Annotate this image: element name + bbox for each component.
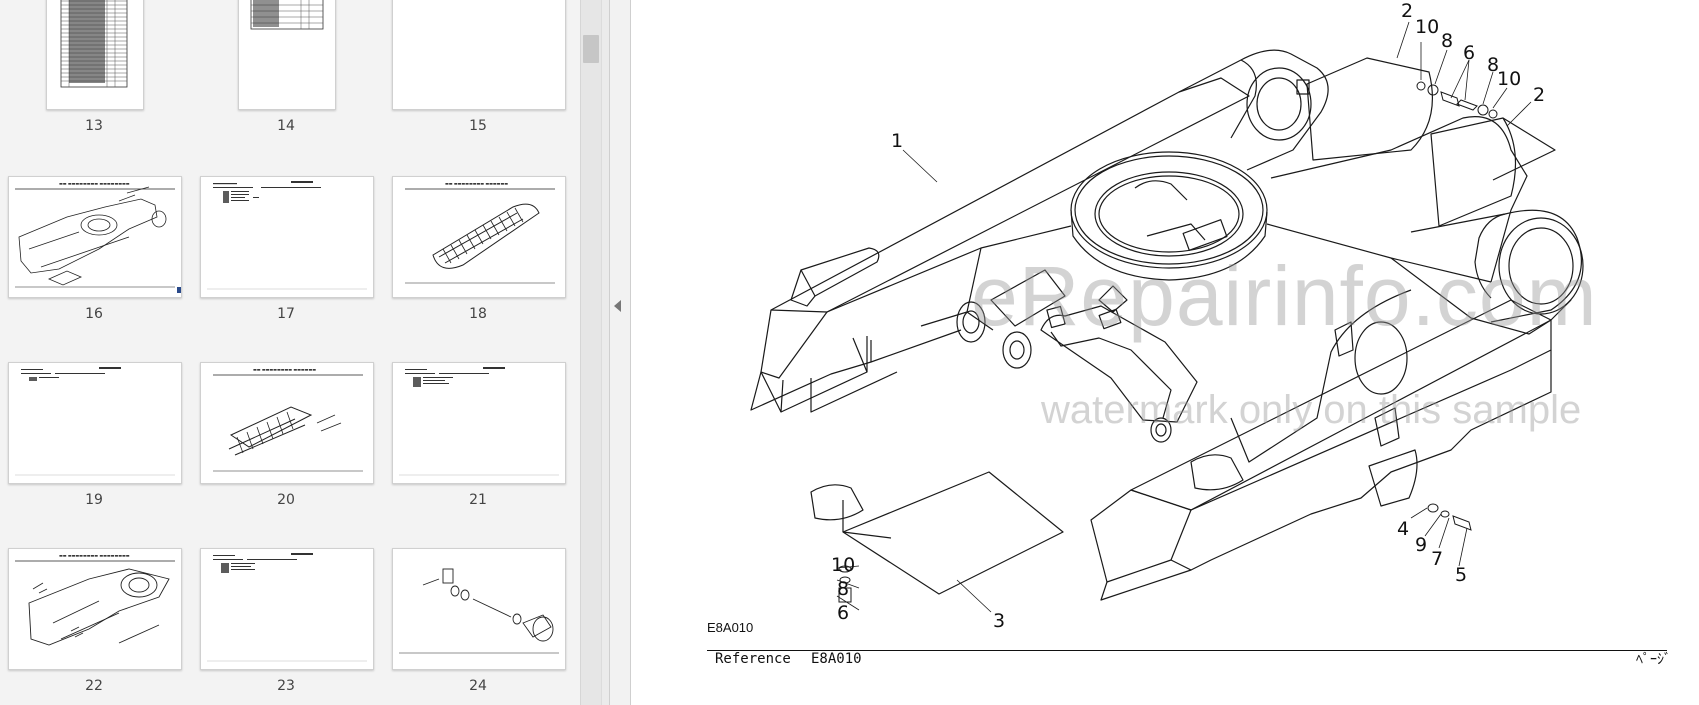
callout-4: 4 (1397, 518, 1410, 540)
thumbnail-list-graphic (250, 0, 324, 30)
footer-reference-code: E8A010 (811, 651, 862, 667)
thumbnail-frame-partial-drawing: ▬▬ ▬▬▬▬▬▬▬▬ ▬▬▬▬▬▬▬▬ (15, 553, 175, 646)
thumbnail-label: 24 (469, 678, 487, 694)
thumbnail-label: 17 (277, 306, 295, 322)
thumbnail-list-graphic (60, 0, 128, 88)
svg-text:▬▬ ▬▬▬▬▬▬▬▬ ▬▬▬▬▬▬: ▬▬ ▬▬▬▬▬▬▬▬ ▬▬▬▬▬▬ (445, 181, 508, 186)
drawing-code: E8A010 (707, 620, 754, 635)
svg-text:▬▬ ▬▬▬▬▬▬▬▬ ▬▬▬▬▬▬▬▬: ▬▬ ▬▬▬▬▬▬▬▬ ▬▬▬▬▬▬▬▬ (59, 181, 130, 186)
callout-6: 6 (1463, 42, 1476, 64)
thumbnail-list-graphic (399, 367, 559, 476)
callout-5: 5 (1455, 564, 1468, 586)
callout-1: 1 (891, 130, 904, 152)
callout-10: 10 (1497, 68, 1522, 90)
thumbnail-label: 21 (469, 492, 487, 508)
chevron-left-icon[interactable] (614, 300, 621, 312)
thumbnail-page-15[interactable] (392, 0, 566, 110)
thumbnail-label: 13 (85, 118, 103, 134)
thumbnail-page-21[interactable] (392, 362, 566, 484)
thumbnail-page-16[interactable]: ▬▬ ▬▬▬▬▬▬▬▬ ▬▬▬▬▬▬▬▬ (8, 176, 182, 298)
thumbnail-page-19[interactable] (8, 362, 182, 484)
exploded-frame-drawing (750, 21, 1584, 613)
thumbnail-idler-drawing (399, 568, 559, 654)
thumbnail-page-14[interactable] (238, 0, 336, 110)
thumbnail-label: 23 (277, 678, 295, 694)
callout-2: 2 (1533, 84, 1546, 106)
thumbnail-sidebar: 13 14 15 ▬▬ ▬▬▬▬▬▬▬▬ ▬▬▬▬▬▬▬▬ (0, 0, 580, 705)
thumbnail-page-18[interactable]: ▬▬ ▬▬▬▬▬▬▬▬ ▬▬▬▬▬▬ (392, 176, 566, 298)
callout-10: 10 (1415, 16, 1440, 38)
callout-2: 2 (1401, 0, 1414, 22)
thumbnail-label: 22 (85, 678, 103, 694)
thumbnail-label: 19 (85, 492, 103, 508)
footer-divider (707, 650, 1667, 651)
thumbnail-page-22[interactable]: ▬▬ ▬▬▬▬▬▬▬▬ ▬▬▬▬▬▬▬▬ (8, 548, 182, 670)
thumbnail-label: 15 (469, 118, 487, 134)
thumbnail-list-graphic (15, 367, 175, 476)
thumbnail-page-23[interactable] (200, 548, 374, 670)
thumbnail-page-24[interactable] (392, 548, 566, 670)
callout-8: 8 (837, 578, 850, 600)
panel-splitter[interactable] (601, 0, 610, 705)
thumbnail-list-graphic (207, 181, 367, 290)
callout-6: 6 (837, 602, 850, 624)
thumbnail-scrollbar[interactable] (580, 0, 601, 705)
callout-10: 10 (831, 554, 856, 576)
thumbnail-track-drawing: ▬▬ ▬▬▬▬▬▬▬▬ ▬▬▬▬▬▬ (405, 181, 555, 284)
callout-3: 3 (993, 610, 1006, 632)
thumbnail-page-20[interactable]: ▬▬ ▬▬▬▬▬▬▬▬ ▬▬▬▬▬▬ (200, 362, 374, 484)
thumbnail-track-shoes-drawing: ▬▬ ▬▬▬▬▬▬▬▬ ▬▬▬▬▬▬ (213, 367, 363, 472)
thumbnail-page-17[interactable] (200, 176, 374, 298)
thumbnail-label: 18 (469, 306, 487, 322)
thumbnail-list-graphic (207, 553, 367, 662)
thumbnail-page-13[interactable] (46, 0, 144, 110)
thumbnail-label: 20 (277, 492, 295, 508)
footer-page-label: ﾍﾟｰｼﾞ (1636, 652, 1671, 668)
callout-8: 8 (1441, 30, 1454, 52)
document-page: eRepairinfo.com watermark only on this s… (630, 0, 1699, 705)
thumbnail-frame-drawing: ▬▬ ▬▬▬▬▬▬▬▬ ▬▬▬▬▬▬▬▬ (15, 181, 181, 293)
callout-9: 9 (1415, 534, 1428, 556)
callout-8: 8 (1487, 54, 1500, 76)
scrollbar-thumb[interactable] (583, 35, 599, 63)
footer-reference-label: Reference (715, 651, 791, 667)
callout-7: 7 (1431, 548, 1444, 570)
thumbnail-label: 16 (85, 306, 103, 322)
svg-text:▬▬ ▬▬▬▬▬▬▬▬ ▬▬▬▬▬▬▬▬: ▬▬ ▬▬▬▬▬▬▬▬ ▬▬▬▬▬▬▬▬ (59, 553, 130, 558)
thumbnail-label: 14 (277, 118, 295, 134)
svg-text:▬▬ ▬▬▬▬▬▬▬▬ ▬▬▬▬▬▬: ▬▬ ▬▬▬▬▬▬▬▬ ▬▬▬▬▬▬ (253, 367, 316, 372)
